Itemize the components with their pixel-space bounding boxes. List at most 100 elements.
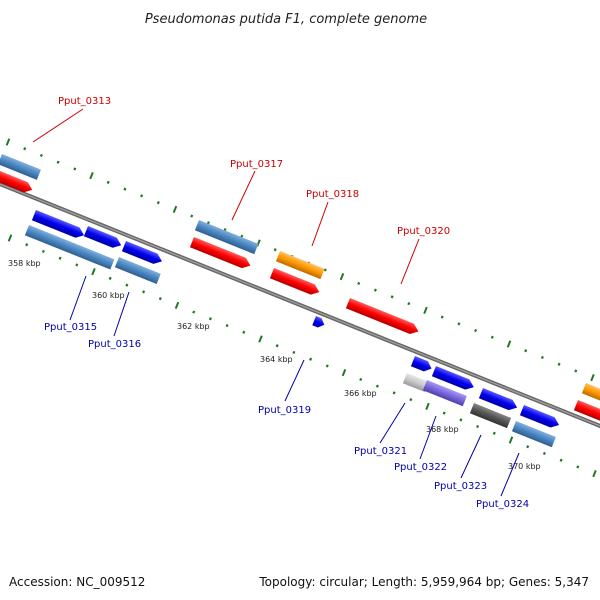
gene-feature-pput-0320[interactable] (345, 298, 421, 337)
track-dot (373, 288, 377, 292)
tick-label-358: 358 kbp (8, 259, 41, 268)
gene-feature-pput-0324[interactable] (511, 421, 556, 448)
track-dot (174, 301, 180, 309)
gene-feature-blue[interactable] (431, 366, 476, 392)
gene-feature-blue[interactable] (31, 210, 86, 240)
tick-label-360: 360 kbp (92, 291, 125, 300)
track-dot (108, 276, 112, 281)
track-dot (508, 436, 514, 444)
track-dot (574, 369, 578, 373)
tick-label-362: 362 kbp (177, 322, 210, 331)
track-dot (540, 355, 544, 360)
track-dot (156, 200, 160, 205)
track-dot (56, 160, 60, 164)
scale-ticks: 358 kbp 360 kbp 362 kbp 364 kbp 366 kbp … (8, 259, 541, 471)
genome-backbone (0, 181, 600, 429)
track-dot (242, 330, 246, 334)
track-dot (442, 411, 446, 415)
gene-feature-pput-0317[interactable] (194, 220, 259, 255)
track-dot (292, 350, 296, 355)
track-dot (39, 153, 43, 158)
track-dot (273, 248, 277, 252)
track-dot (457, 322, 461, 326)
gene-label-pput-0322[interactable]: Pput_0322 (394, 462, 447, 473)
track-dot (275, 344, 279, 348)
track-dot (339, 273, 345, 281)
gene-feature-blue[interactable] (519, 405, 561, 430)
gene-feature-blue[interactable] (478, 388, 519, 413)
gene-feature-red[interactable] (573, 400, 600, 424)
track-dot (423, 306, 428, 314)
track-dot (225, 323, 229, 328)
track-dot (206, 221, 210, 225)
label-leader-lines (32, 108, 520, 497)
track-dot (190, 214, 194, 218)
tick-label-366: 366 kbp (344, 389, 377, 398)
gene-feature-pput-0318[interactable] (275, 251, 325, 280)
gene-feature-blue[interactable] (83, 226, 123, 250)
track-dot (492, 431, 496, 435)
gene-label-pput-0317[interactable]: Pput_0317 (230, 159, 283, 170)
track-dot (392, 391, 396, 395)
genome-summary-text: Topology: circular; Length: 5,959,964 bp… (258, 575, 589, 589)
map-title: Pseudomonas putida F1, complete genome (145, 12, 427, 27)
gene-feature-pput-0323[interactable] (469, 403, 512, 429)
gene-feature-pput-0321[interactable] (402, 373, 430, 393)
gene-label-pput-0319[interactable]: Pput_0319 (258, 405, 311, 416)
gene-label-pput-0323[interactable]: Pput_0323 (434, 481, 487, 492)
track-dot (25, 243, 29, 247)
track-dot (5, 138, 11, 146)
track-dot (576, 465, 580, 469)
gene-feature-red[interactable] (269, 268, 321, 297)
gene-label-pput-0320[interactable]: Pput_0320 (397, 226, 450, 237)
track-dot (208, 317, 212, 321)
track-dot (375, 384, 379, 388)
gene-feature-pput-0316[interactable] (114, 257, 161, 284)
gene-label-pput-0318[interactable]: Pput_0318 (306, 189, 359, 200)
gene-feature-red[interactable] (0, 171, 34, 195)
track-dot (542, 451, 546, 456)
track-dot (73, 167, 77, 171)
track-dot (506, 340, 512, 348)
gene-features (0, 154, 600, 448)
track-dot (526, 445, 530, 449)
track-dot (309, 357, 313, 361)
accession-text: Accession: NC_009512 (9, 575, 145, 589)
lower-dotted-track (7, 234, 597, 478)
gene-feature-steelblue[interactable] (0, 154, 41, 180)
gene-feature-red[interactable] (189, 237, 253, 271)
track-dot (58, 256, 62, 260)
gene-labels: Pput_0313 Pput_0317 Pput_0318 Pput_0320 … (44, 96, 529, 510)
track-dot (559, 458, 563, 462)
gene-label-pput-0313[interactable]: Pput_0313 (58, 96, 111, 107)
track-dot (524, 349, 528, 353)
track-dot (172, 205, 178, 213)
gene-feature-orange[interactable] (581, 383, 600, 405)
gene-feature-blue[interactable] (410, 356, 434, 374)
track-dot (459, 418, 463, 422)
gene-feature-blue[interactable] (121, 241, 164, 266)
gene-feature-pput-0319[interactable] (312, 316, 326, 329)
track-dot (407, 302, 411, 306)
gene-label-pput-0324[interactable]: Pput_0324 (476, 499, 529, 510)
track-dot (425, 402, 430, 410)
gene-feature-pput-0322[interactable] (422, 380, 467, 407)
track-dot (89, 172, 94, 180)
gene-label-pput-0315[interactable]: Pput_0315 (44, 322, 97, 333)
track-dot (325, 364, 329, 368)
track-dot (91, 268, 96, 276)
track-dot (240, 234, 244, 238)
tick-label-370: 370 kbp (508, 462, 541, 471)
track-dot (323, 268, 327, 272)
track-dot (106, 180, 110, 185)
track-dot (7, 234, 13, 242)
tick-label-364: 364 kbp (260, 355, 293, 364)
gene-feature-pput-0315[interactable] (24, 225, 115, 270)
track-dot (474, 328, 478, 333)
gene-label-pput-0316[interactable]: Pput_0316 (88, 339, 141, 350)
gene-label-pput-0321[interactable]: Pput_0321 (354, 446, 407, 457)
track-dot (409, 398, 413, 402)
track-dot (490, 335, 494, 339)
track-dot (140, 194, 144, 198)
